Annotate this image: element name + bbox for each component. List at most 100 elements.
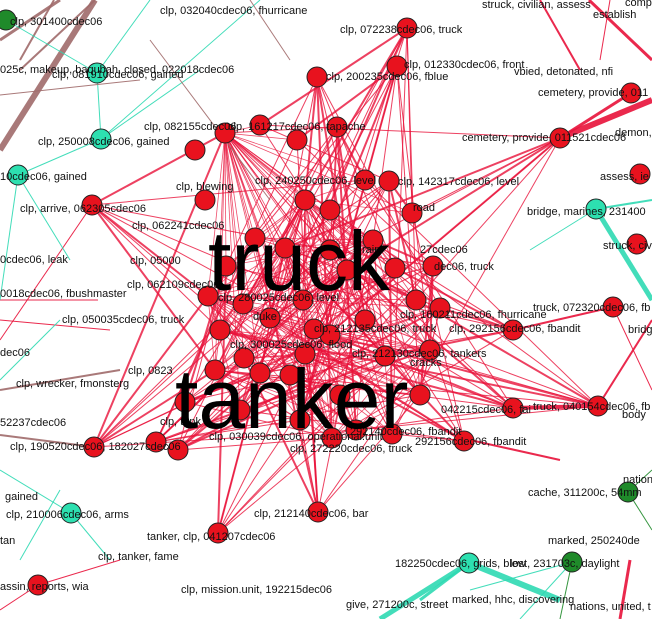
node-label: clp, 210006cdec06, arms bbox=[6, 509, 129, 521]
node-label: establish bbox=[593, 9, 636, 21]
node-label: clp, 300025cdec06, flood bbox=[230, 339, 352, 351]
node-label: struck, civilian, assess bbox=[482, 0, 591, 11]
graph-node bbox=[587, 395, 609, 417]
edge bbox=[259, 27, 408, 126]
edge bbox=[364, 319, 599, 407]
edge bbox=[259, 124, 465, 442]
graph-node bbox=[354, 309, 376, 331]
edge bbox=[469, 561, 573, 591]
node-label: gained bbox=[5, 491, 38, 503]
node-label: marked, hhc, discovering bbox=[452, 594, 574, 606]
node-label: clp, 161217cdec06, tapache bbox=[228, 121, 366, 133]
node-label: 292140cdec06, fbandit bbox=[350, 426, 461, 438]
edge bbox=[269, 317, 465, 442]
node-label: truck, 072320cdec06, fb bbox=[533, 302, 650, 314]
edge bbox=[299, 419, 319, 513]
node-label: tanker, clp, 041207cdec06 bbox=[147, 531, 275, 543]
edge bbox=[184, 401, 333, 439]
edge bbox=[155, 237, 256, 443]
node-label: clp, 301400cdec06 bbox=[10, 16, 102, 28]
graph-node bbox=[274, 237, 296, 259]
graph-node bbox=[626, 233, 648, 255]
graph-node bbox=[374, 345, 396, 367]
node-label: clp, 200235cdec06, fblue bbox=[326, 71, 448, 83]
node-label: truck, 040154cdec06, fb bbox=[533, 401, 650, 413]
edge bbox=[439, 307, 514, 331]
edge bbox=[391, 433, 465, 442]
edge bbox=[512, 404, 599, 410]
graph-node bbox=[326, 116, 348, 138]
graph-node bbox=[561, 551, 583, 573]
node-label: clp, blewing bbox=[176, 181, 233, 193]
edge bbox=[17, 138, 102, 176]
edge bbox=[242, 137, 561, 305]
edge bbox=[17, 174, 71, 261]
node-label: clp, 280025cdec06, level bbox=[218, 292, 339, 304]
edge bbox=[599, 0, 611, 61]
graph-node bbox=[204, 359, 226, 381]
node-label: bridg bbox=[628, 324, 652, 336]
graph-node bbox=[214, 122, 236, 144]
graph-node bbox=[86, 62, 108, 84]
node-label: clp, arrive, 062305cdec06 bbox=[20, 203, 146, 215]
edge bbox=[93, 369, 216, 448]
edge bbox=[96, 0, 151, 74]
edge bbox=[224, 132, 256, 239]
graph-node bbox=[396, 17, 418, 39]
node-label: cracks bbox=[410, 357, 442, 369]
node-label: cache, 311200c, 54mm bbox=[528, 487, 642, 499]
graph-node bbox=[381, 423, 403, 445]
edge bbox=[415, 137, 561, 301]
graph-node bbox=[81, 194, 103, 216]
graph-node bbox=[194, 189, 216, 211]
node-label: road bbox=[413, 202, 435, 214]
edge bbox=[302, 65, 398, 301]
node-label: 52237cdec06 bbox=[0, 417, 66, 429]
node-label: rain bbox=[362, 244, 380, 256]
graph-node bbox=[289, 409, 311, 431]
edge bbox=[329, 334, 431, 351]
edge bbox=[177, 267, 396, 451]
graph-node bbox=[286, 129, 308, 151]
graph-node bbox=[259, 307, 281, 329]
edge bbox=[259, 124, 561, 139]
graph-node bbox=[279, 364, 301, 386]
graph-node bbox=[249, 114, 271, 136]
edge bbox=[5, 19, 98, 74]
edge bbox=[406, 27, 417, 301]
edge bbox=[93, 132, 226, 448]
graph-node bbox=[319, 199, 341, 221]
graph-node bbox=[90, 128, 112, 150]
edge bbox=[91, 204, 357, 431]
graph-node bbox=[345, 419, 367, 441]
edge bbox=[612, 306, 652, 391]
graph-node bbox=[405, 289, 427, 311]
graph-node bbox=[307, 501, 329, 523]
edge bbox=[512, 306, 614, 331]
graph-node bbox=[409, 384, 431, 406]
edge bbox=[0, 79, 141, 96]
edge bbox=[224, 132, 514, 409]
graph-node bbox=[585, 198, 607, 220]
edge bbox=[177, 355, 386, 451]
edge bbox=[0, 369, 121, 391]
edge bbox=[519, 561, 573, 619]
graph-node bbox=[453, 430, 475, 452]
graph-node bbox=[319, 239, 341, 261]
edge bbox=[91, 204, 221, 331]
edge bbox=[597, 319, 652, 407]
edge bbox=[0, 174, 19, 301]
graph-node bbox=[233, 347, 255, 369]
edge bbox=[239, 27, 408, 411]
edge bbox=[224, 132, 304, 301]
node-label: clp, 272220cdec06, truck bbox=[290, 443, 413, 455]
edge bbox=[304, 27, 408, 355]
graph-node bbox=[292, 289, 314, 311]
graph-node bbox=[362, 229, 384, 251]
graph-node bbox=[602, 296, 624, 318]
graph-node bbox=[294, 343, 316, 365]
edge bbox=[372, 239, 434, 267]
edge bbox=[100, 0, 261, 140]
graph-node bbox=[197, 285, 219, 307]
edge bbox=[0, 204, 93, 341]
